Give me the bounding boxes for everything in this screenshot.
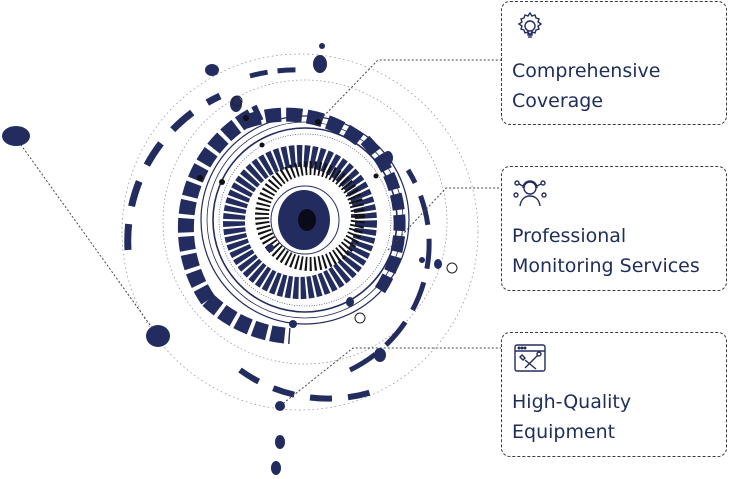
blob-large-bottom [146, 325, 170, 347]
feature-label-line1: Professional [512, 225, 627, 247]
blob [319, 43, 325, 49]
thin-ring-3 [212, 127, 398, 313]
node [354, 312, 366, 324]
node [446, 262, 458, 274]
striped-ring [223, 145, 377, 299]
blob [289, 320, 297, 328]
thin-ring-4 [218, 133, 392, 307]
thin-ring-1 [200, 115, 410, 325]
feature-card-equipment: High-Quality Equipment [501, 332, 727, 457]
outer-dash-arc-top [249, 67, 301, 79]
monitoring-agent-icon [513, 180, 547, 207]
feature-label-line1: High-Quality [512, 391, 632, 413]
blob [266, 244, 274, 252]
node-dot [315, 119, 321, 125]
thin-ring-5 [270, 185, 340, 255]
node-dot [219, 179, 225, 185]
connector-line-left [15, 137, 159, 337]
blob [346, 297, 354, 307]
blob [419, 257, 425, 263]
blob [434, 259, 442, 269]
black-tick-ring [255, 161, 365, 271]
blob [374, 348, 386, 362]
node [231, 95, 243, 107]
blob [205, 64, 219, 76]
node-dot [259, 142, 265, 148]
outer-dash-arc-left [124, 92, 222, 251]
blob [271, 461, 281, 475]
blob [383, 151, 393, 165]
outer-dash-arc-bottom [238, 367, 373, 402]
thin-ring-2 [206, 121, 404, 319]
blob [313, 55, 327, 73]
node-dot [197, 175, 203, 181]
feature-label-line1: Comprehensive [512, 60, 661, 82]
segmented-band-bottom [202, 294, 291, 344]
blob-large-left [2, 126, 30, 146]
blob [275, 435, 285, 449]
segmented-band-right [360, 135, 406, 294]
feature-label-line2: Coverage [512, 90, 604, 112]
feature-label-line2: Monitoring Services [512, 255, 700, 277]
feature-card-monitoring: Professional Monitoring Services [501, 166, 727, 291]
connector-line-1 [317, 59, 503, 123]
outer-dash-arc-right [348, 168, 432, 373]
pupil-inner [298, 209, 316, 231]
node-dot [243, 115, 249, 121]
browser-tools-icon [514, 344, 546, 372]
outer-dotted-ring-2 [121, 53, 479, 411]
segmented-band [177, 104, 264, 305]
feature-card-coverage: Comprehensive Coverage [501, 1, 727, 125]
connector-line-3 [279, 347, 503, 407]
connector-line-2 [387, 187, 503, 251]
blob [230, 96, 242, 112]
blob [275, 401, 285, 411]
gear-bulb-icon [517, 11, 543, 38]
node-dot [373, 173, 379, 179]
outer-dotted-ring [162, 79, 448, 365]
feature-label-line2: Equipment [512, 421, 616, 443]
